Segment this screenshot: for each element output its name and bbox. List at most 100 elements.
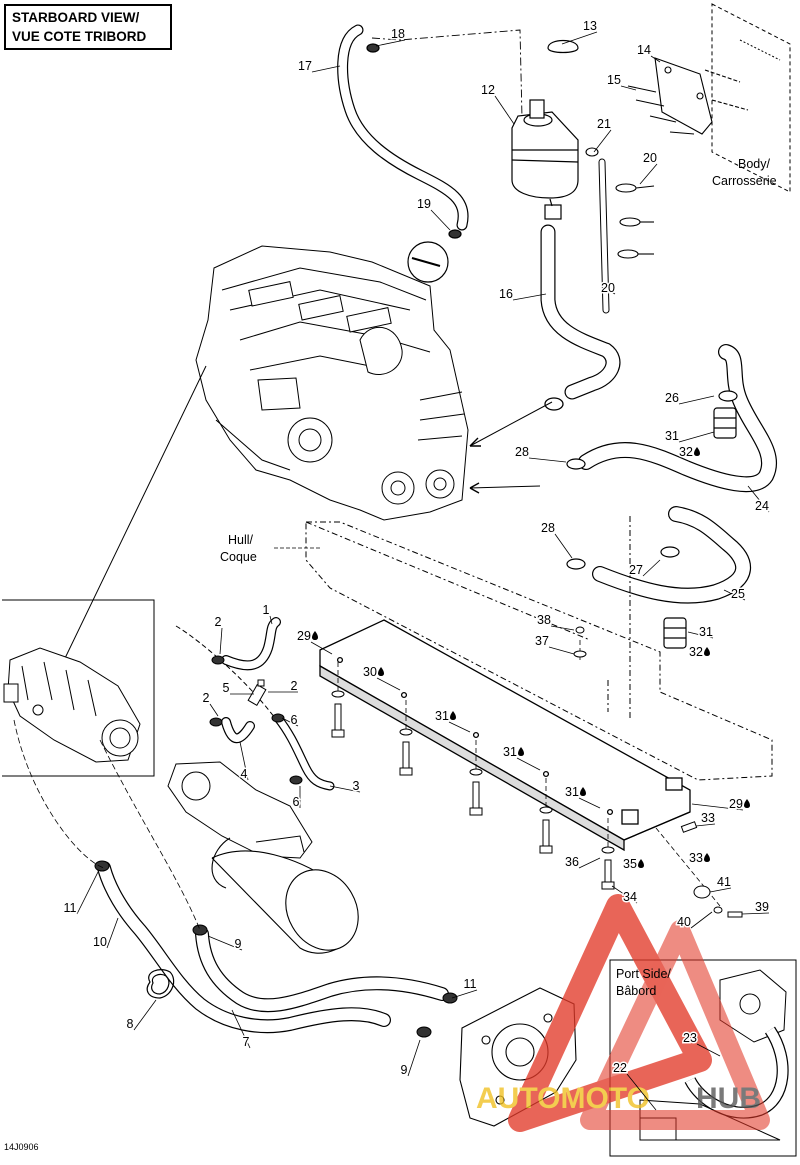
callout-leader-20 <box>639 163 658 185</box>
callout-leader-25 <box>723 589 746 601</box>
callout-20: 20 <box>601 281 615 295</box>
callout-leader-2 <box>209 703 219 717</box>
callout-leader-10 <box>106 917 119 949</box>
callout-28: 28 <box>515 445 529 459</box>
callout-8: 8 <box>127 1017 134 1031</box>
callout-leader-37 <box>548 646 575 655</box>
callout-11: 11 <box>64 901 77 915</box>
callout-38: 38 <box>537 613 551 627</box>
callout-leader-18 <box>375 39 406 47</box>
callout-leader-40 <box>690 911 713 929</box>
adhesive-drop-icon <box>580 787 586 796</box>
note-hull-line1: Hull/ <box>228 533 254 547</box>
dashed-leaders-lower <box>13 719 201 931</box>
callout-31: 31 <box>665 429 679 443</box>
adhesive-drop-icon <box>378 667 384 676</box>
hose-16 <box>540 224 621 411</box>
callout-leader-17 <box>311 65 341 73</box>
hose-27 <box>592 506 751 604</box>
inset-left-frame <box>2 599 155 777</box>
callout-leader-3 <box>329 785 361 793</box>
callout-leader-31 <box>687 631 714 639</box>
callout-leader-27 <box>642 559 661 577</box>
callout-leader-15 <box>620 85 637 91</box>
callout-17: 17 <box>298 59 312 73</box>
callout-leader-33 <box>695 823 716 827</box>
callout-24: 24 <box>755 499 769 513</box>
callout-1: 1 <box>263 603 270 617</box>
engine-block <box>195 245 469 521</box>
callout-leader-22 <box>626 1073 657 1111</box>
callout-13: 13 <box>583 19 597 33</box>
callout-leader-31 <box>448 721 471 733</box>
callout-33: 33 <box>689 851 703 865</box>
note-body-line2: Carrosserie <box>712 174 777 188</box>
callout-31: 31 <box>435 709 449 723</box>
hose-4 <box>209 717 255 744</box>
adhesive-drop-icon <box>704 647 710 656</box>
callout-leader-6 <box>281 717 299 727</box>
clamp-20-top <box>366 43 380 53</box>
callout-3: 3 <box>353 779 360 793</box>
callout-11: 11 <box>464 977 477 991</box>
callout-leader-9 <box>407 1039 421 1077</box>
hose-3 <box>273 713 335 791</box>
callout-leader-20 <box>607 289 616 295</box>
callout-32: 32 <box>679 445 693 459</box>
view-title-line1: STARBOARD VIEW/ <box>12 10 140 25</box>
callout-26: 26 <box>665 391 679 405</box>
callout-28: 28 <box>541 521 555 535</box>
callout-2: 2 <box>215 615 222 629</box>
callout-12: 12 <box>481 83 495 97</box>
small-hardware <box>573 626 743 918</box>
callout-10: 10 <box>93 935 107 949</box>
callout-leader-1 <box>269 615 273 625</box>
callout-leader-28 <box>528 457 567 463</box>
callout-leader-41 <box>709 887 732 893</box>
adhesive-drop-icon <box>744 799 750 808</box>
hose-19 <box>337 24 523 231</box>
callout-7: 7 <box>243 1035 250 1049</box>
callout-leader-39 <box>741 912 770 915</box>
watermark-logo: AUTOMOTO HUB <box>476 894 770 1132</box>
callout-14: 14 <box>637 43 651 57</box>
callout-6: 6 <box>293 795 300 809</box>
intake-plenum <box>167 625 313 859</box>
callout-leader-9 <box>207 935 243 951</box>
callout-leader-13 <box>561 31 598 45</box>
callout-leader-36 <box>578 857 601 869</box>
callout-36: 36 <box>565 855 579 869</box>
callout-leader-11 <box>76 871 99 915</box>
callout-leader-23 <box>696 1043 721 1057</box>
watermark-text-part1: AUTOMOTO <box>476 1082 650 1115</box>
vent-tube-22 <box>585 147 610 314</box>
callout-2: 2 <box>203 691 210 705</box>
view-title-line2: VUE COTE TRIBORD <box>12 29 147 44</box>
callout-leader-29 <box>691 803 744 811</box>
callout-leader-28 <box>554 533 573 559</box>
callout-40: 40 <box>677 915 691 929</box>
fittings-5-6 <box>247 679 285 723</box>
callout-39: 39 <box>755 900 769 914</box>
coolant-reservoir <box>511 39 579 220</box>
callout-33: 33 <box>701 811 715 825</box>
callout-19: 19 <box>417 197 431 211</box>
callout-leader-8 <box>133 999 157 1031</box>
callout-layer: 1222345667899101111121314151617181920202… <box>62 18 770 1111</box>
callout-35: 35 <box>623 857 637 871</box>
callout-16: 16 <box>499 287 513 301</box>
callout-9: 9 <box>235 937 242 951</box>
note-port-line2: Bâbord <box>616 984 656 998</box>
callout-6: 6 <box>291 713 298 727</box>
callout-29: 29 <box>729 797 743 811</box>
callout-leader-11 <box>451 989 478 999</box>
callout-leader-31 <box>516 757 541 771</box>
callout-leader-4 <box>239 741 249 781</box>
hose-1 <box>211 617 281 671</box>
callout-29: 29 <box>297 629 311 643</box>
hose-10 <box>94 860 391 1034</box>
callout-37: 37 <box>535 634 549 648</box>
callout-leader-31 <box>678 431 715 443</box>
callout-leader-30 <box>376 677 401 691</box>
hose-26 <box>578 344 778 493</box>
